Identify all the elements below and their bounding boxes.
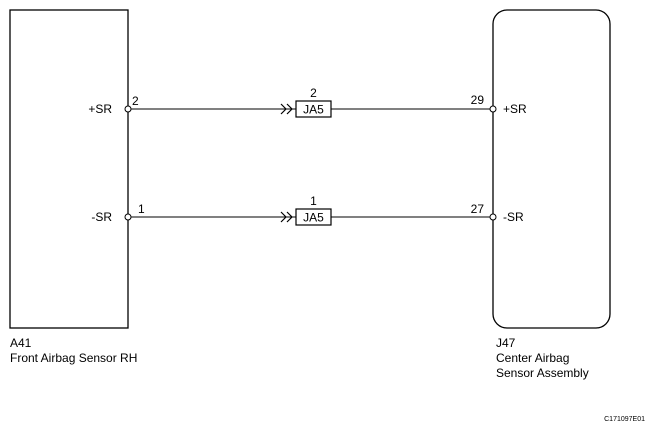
- terminal-right-plus-sr: [489, 105, 497, 113]
- right-pin-label-plus-sr: +SR: [503, 102, 527, 116]
- connector-box-bottom: [295, 208, 332, 226]
- connector-arrow-icon: [286, 211, 293, 223]
- connector-arrow-icon: [280, 103, 287, 115]
- connector-pin-bottom: 1: [310, 194, 317, 208]
- right-component-name-line1: Center Airbag: [496, 351, 569, 365]
- left-pin-number-minus-sr: 1: [138, 202, 145, 216]
- right-pin-label-minus-sr: -SR: [503, 210, 524, 224]
- figure-code: C171097E01: [604, 416, 645, 423]
- right-component-box: [492, 9, 611, 329]
- right-component-id: J47: [496, 336, 516, 350]
- left-pin-number-plus-sr: 2: [132, 94, 139, 108]
- left-component-id: A41: [10, 336, 32, 350]
- connector-arrow-icon: [280, 211, 287, 223]
- left-pin-label-plus-sr: +SR: [88, 102, 112, 116]
- terminal-right-minus-sr: [489, 213, 497, 221]
- left-pin-label-minus-sr: -SR: [91, 210, 112, 224]
- right-pin-number-plus-sr: 29: [471, 93, 485, 107]
- left-component-box: [9, 9, 129, 329]
- connector-box-top: [295, 100, 332, 118]
- terminal-left-minus-sr: [124, 213, 132, 221]
- right-component-name-line2: Sensor Assembly: [496, 366, 589, 380]
- connector-pin-top: 2: [310, 86, 317, 100]
- connector-name-top: JA5: [303, 103, 324, 117]
- connector-arrow-icon: [286, 103, 293, 115]
- right-pin-number-minus-sr: 27: [471, 202, 485, 216]
- wire-plus-sr: [124, 100, 497, 118]
- left-component-name: Front Airbag Sensor RH: [10, 351, 137, 365]
- connector-name-bottom: JA5: [303, 211, 324, 225]
- terminal-left-plus-sr: [124, 105, 132, 113]
- wire-minus-sr: [124, 208, 497, 226]
